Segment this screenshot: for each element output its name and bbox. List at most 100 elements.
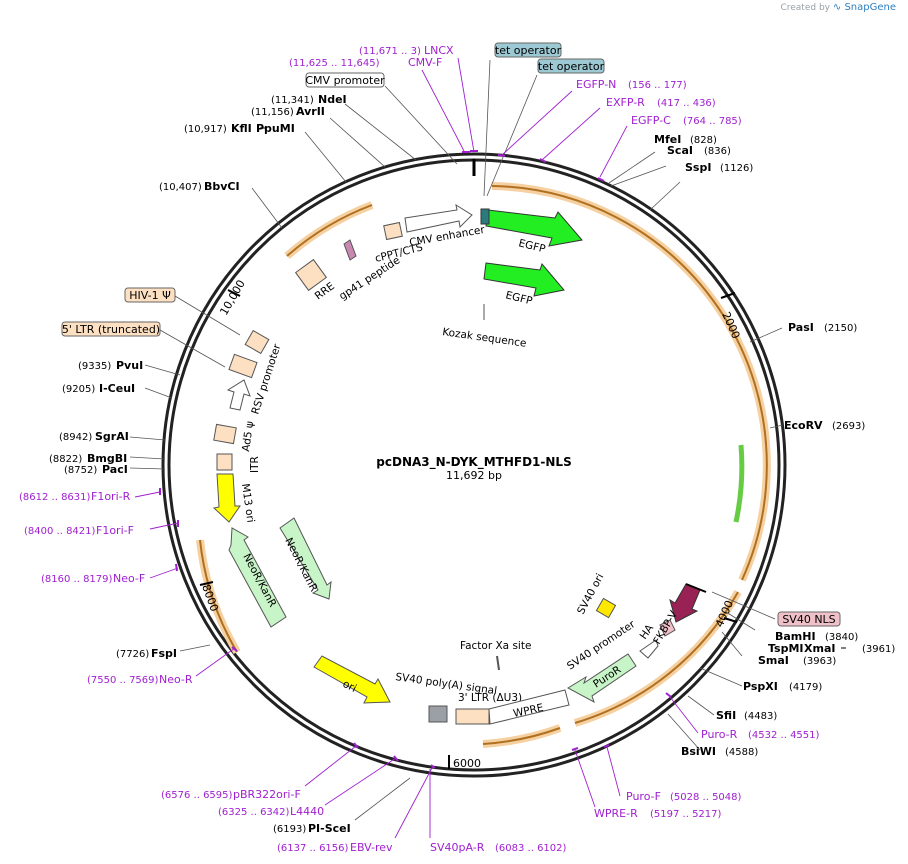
- orf-arc-gag: [284, 201, 374, 260]
- rre-block[interactable]: [294, 258, 328, 292]
- primer-name-l4440: L4440: [290, 805, 324, 818]
- neokan-arrow-1[interactable]: [279, 517, 332, 600]
- gp41-label: gp41 peptide: [337, 254, 402, 302]
- primer-name-egfpc: EGFP-C: [631, 114, 671, 127]
- primer-pos-f1orif: (8400 .. 8421): [24, 526, 96, 537]
- site-pos-bbvci: (10,407): [159, 182, 202, 193]
- m13-ori-arrow[interactable]: [212, 473, 241, 523]
- site-pos-tspmi: (3961): [862, 644, 895, 655]
- ad5-label: Ad5 ψ: [240, 420, 256, 452]
- tick-2000: [720, 292, 736, 299]
- credit-brand: SnapGene: [844, 2, 896, 13]
- orf-arc-mthfd1-line: [491, 185, 768, 581]
- site-pos-ecorv: (2693): [832, 421, 865, 432]
- plasmid-size: 11,692 bp: [446, 469, 502, 482]
- site-extra-ppumi: PpuMI: [256, 122, 295, 135]
- site-pos-ndei: (11,341): [271, 95, 314, 106]
- site-pos-avrii: (11,156): [251, 107, 294, 118]
- site-name-ndei: NdeI: [318, 93, 347, 106]
- fkbp-label: FKBP-V: [651, 608, 680, 646]
- site-name-pasi: PasI: [788, 321, 814, 334]
- orf-arc-small-line: [482, 727, 561, 745]
- site-pos-bamhi: (3840): [825, 632, 858, 643]
- snapgene-credit: Created by ∿ SnapGene: [780, 2, 896, 13]
- itr-block[interactable]: [216, 453, 233, 471]
- sv40-promoter-arrow[interactable]: [639, 639, 659, 659]
- green-arc: [733, 444, 745, 523]
- orf-arc-gag-line: [286, 204, 373, 257]
- primer-name-purof: Puro-F: [626, 790, 661, 803]
- site-pos-fspi: (7726): [116, 649, 149, 660]
- egfp-arrow-2[interactable]: [483, 262, 565, 297]
- sv40-ori-block[interactable]: [595, 597, 617, 619]
- site-pos-iceui: (9205): [62, 384, 95, 395]
- cmv-enhancer-arrow[interactable]: [404, 203, 473, 233]
- neokan-arrow-2[interactable]: [228, 527, 287, 628]
- primer-leader-lines: [134, 57, 699, 839]
- cmv-promoter-label: CMV promoter: [305, 74, 385, 87]
- cmv-promoter-box: [305, 72, 385, 88]
- hiv-psi-box: [124, 287, 176, 303]
- sv40pa-block[interactable]: [428, 705, 448, 723]
- kozak-label: Kozak sequence: [442, 326, 528, 350]
- site-name-sspi: SspI: [685, 161, 711, 174]
- site-extra-xmai: XmaI: [804, 642, 835, 655]
- primer-name-f1orif: F1ori-F: [96, 524, 134, 537]
- gp41-block[interactable]: [343, 239, 357, 261]
- primer-pos-neor: (7550 .. 7569): [87, 675, 159, 686]
- cppt-block[interactable]: [383, 221, 403, 241]
- ltr5-label: 5' LTR (truncated): [62, 323, 160, 336]
- site-name-iceui: I-CeuI: [99, 382, 135, 395]
- m13-ori-label: M13 ori: [239, 483, 256, 524]
- sv40-nls-box: [777, 611, 841, 627]
- rsv-promoter-arrow[interactable]: [226, 379, 251, 411]
- nls-mark: [685, 583, 707, 593]
- hiv-psi-block[interactable]: [244, 329, 270, 355]
- puror-arrow[interactable]: [566, 653, 637, 704]
- site-name-scai: ScaI: [667, 144, 693, 157]
- backbone-outer-ring: [161, 152, 787, 778]
- fkbp-arrow[interactable]: [669, 583, 701, 623]
- site-pos-sfii: (4483): [744, 711, 777, 722]
- leader-lines: [129, 59, 784, 821]
- site-pos-bmgbi: (8822): [49, 454, 82, 465]
- primer-pos-egfpn: (156 .. 177): [628, 80, 687, 91]
- egfp-label-1: EGFP: [517, 237, 546, 255]
- ad5-block[interactable]: [213, 423, 237, 445]
- site-pos-sspi: (1126): [720, 163, 753, 174]
- primer-name-puror: Puro-R: [701, 728, 738, 741]
- primer-pos-f1orir: (8612 .. 8631): [19, 492, 91, 503]
- primer-name-neof: Neo-F: [113, 572, 145, 585]
- site-name-fspi: FspI: [151, 647, 177, 660]
- factorxa-mark: [496, 655, 500, 671]
- tet-operator-label-2: tet operator: [538, 60, 605, 73]
- site-name-tspmi: TspMI: [768, 642, 804, 655]
- ori-arrow[interactable]: [313, 655, 391, 704]
- tick-10000: [227, 289, 241, 297]
- primer-pos-puror: (4532 .. 4551): [748, 730, 820, 741]
- orf-arc-neo-line: [199, 539, 238, 653]
- site-pos-scai: (836): [704, 146, 731, 157]
- primer-pos-ebvrev: (6137 .. 6156): [277, 843, 349, 854]
- tet-operator-box-2: [537, 58, 605, 74]
- wpre-block[interactable]: [488, 689, 570, 725]
- egfp-arrow-1[interactable]: [485, 209, 583, 247]
- primer-name-egfpn: EGFP-N: [576, 78, 616, 91]
- itr-label: ITR: [249, 456, 261, 473]
- site-name-avrii: AvrII: [296, 105, 325, 118]
- ori-label: ori: [341, 678, 359, 695]
- primer-pos-cmvf: (11,625 .. 11,645): [289, 58, 380, 69]
- primer-name-ebvrev: EBV-rev: [350, 841, 393, 854]
- site-name-bsiwi: BsiWI: [681, 745, 716, 758]
- primer-name-neor: Neo-R: [159, 673, 193, 686]
- site-name-bamhi: BamHI: [775, 630, 816, 643]
- site-pos-bsiwi: (4588): [725, 747, 758, 758]
- primer-pos-purof: (5028 .. 5048): [670, 792, 742, 803]
- site-pos-sgrai: (8942): [59, 432, 92, 443]
- ha-block[interactable]: [659, 619, 676, 637]
- ltr5-block[interactable]: [228, 353, 258, 379]
- credit-prefix: Created by: [780, 3, 830, 13]
- primer-pos-sv40par: (6083 .. 6102): [495, 843, 567, 854]
- ltr3-block[interactable]: [455, 708, 490, 725]
